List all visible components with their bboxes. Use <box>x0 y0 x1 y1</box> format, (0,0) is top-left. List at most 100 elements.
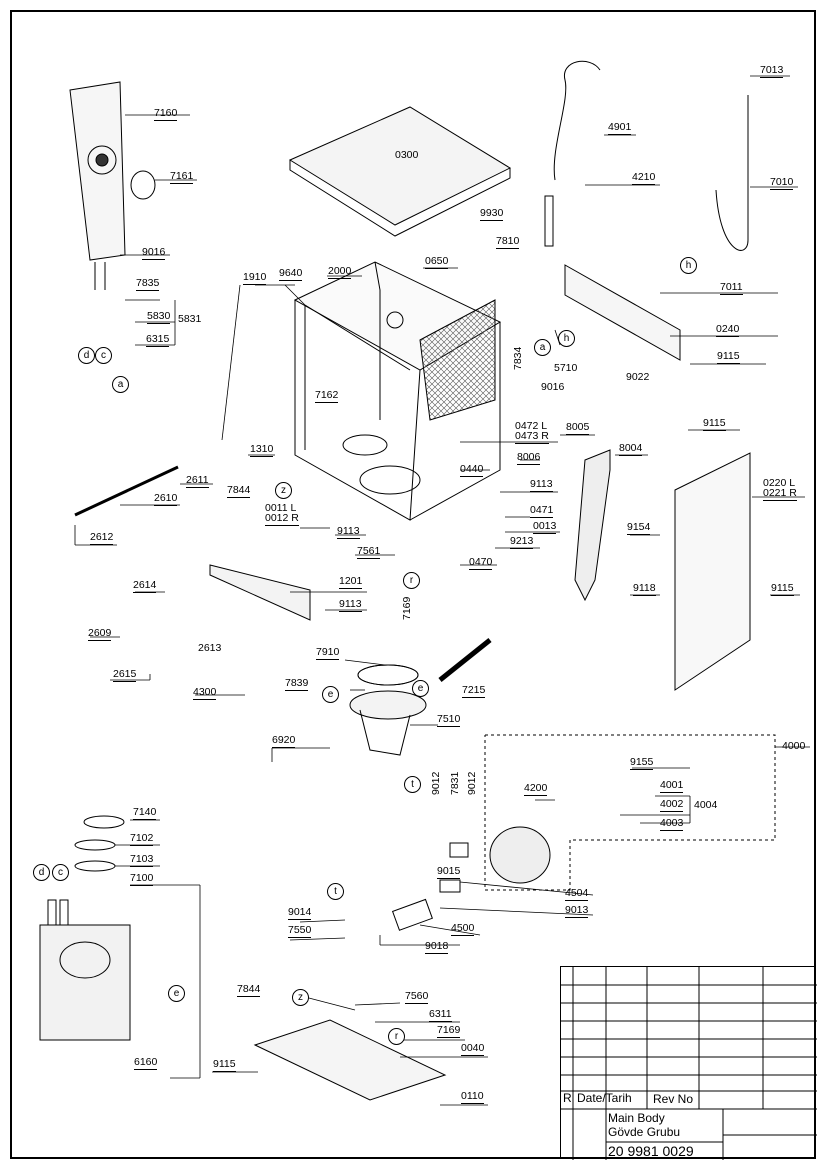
part-5831-label: 5831 <box>178 313 202 325</box>
part-2612-label: 2612 <box>90 531 114 545</box>
part-4003-label: 4003 <box>660 817 684 831</box>
part-8006-label: 8006 <box>517 451 541 465</box>
part-9115-label-b: 9115 <box>703 417 726 431</box>
part-4901-label: 4901 <box>608 121 632 135</box>
date-header: Date/Tarih <box>577 1091 632 1105</box>
part-9113-label-c: 9113 <box>339 598 362 612</box>
part-7844-label-a: 7844 <box>227 484 251 498</box>
dispenser-panel-shape <box>69 81 156 290</box>
part-1310-label: 1310 <box>250 443 274 457</box>
callout-h: h <box>558 330 575 347</box>
part-0470-label: 0470 <box>469 556 493 570</box>
callout-z: z <box>292 989 309 1006</box>
part-7910-label: 7910 <box>316 646 340 660</box>
callout-t: t <box>327 883 344 900</box>
part-0472-label: 0472 L <box>515 420 548 432</box>
part-2611-label: 2611 <box>186 474 209 488</box>
part-7010-label: 7010 <box>770 176 794 190</box>
part-9013-label: 9013 <box>565 904 589 918</box>
part-7561-label: 7561 <box>357 545 381 559</box>
base-pan-shape <box>253 1019 447 1101</box>
part-0471-label: 0471 <box>530 504 554 518</box>
part-9018-label: 9018 <box>425 940 449 954</box>
part-8005-label: 8005 <box>566 421 590 435</box>
part-6311-label: 6311 <box>429 1008 452 1022</box>
part-9115-label-d: 9115 <box>213 1058 236 1072</box>
part-0012-label: 0012 R <box>265 512 299 526</box>
part-7100-label: 7100 <box>130 872 154 886</box>
part-4500-label: 4500 <box>451 922 475 936</box>
part-0300-label: 0300 <box>395 149 419 161</box>
part-9012-label-a: 9012 <box>430 771 442 795</box>
part-2609-label: 2609 <box>88 627 112 641</box>
callout-a: a <box>112 376 129 393</box>
part-9154-label: 9154 <box>627 521 651 535</box>
part-6920-label: 6920 <box>272 734 296 748</box>
part-0473-label: 0473 R <box>515 430 549 444</box>
part-7103-label: 7103 <box>130 853 154 867</box>
part-9113-label-b: 9113 <box>530 478 553 492</box>
part-9016-label-b: 9016 <box>541 381 565 393</box>
part-7844-label-b: 7844 <box>237 983 261 997</box>
callout-d: d <box>78 347 95 364</box>
part-0013-label: 0013 <box>533 520 557 534</box>
part-0650-label: 0650 <box>425 255 449 269</box>
part-7160-label: 7160 <box>154 107 178 121</box>
part-9016-label: 9016 <box>142 246 166 260</box>
part-9115-label-c: 9115 <box>771 582 794 596</box>
part-7169-label-a: 7169 <box>401 596 413 620</box>
callout-r: r <box>388 1028 405 1045</box>
part-2613-label: 2613 <box>198 642 222 654</box>
callout-c: c <box>95 347 112 364</box>
part-9014-label: 9014 <box>288 906 312 920</box>
part-1910-label: 1910 <box>243 271 267 285</box>
rev-header: Rev No <box>653 1092 694 1106</box>
part-7839-label: 7839 <box>285 677 309 691</box>
part-7510-label: 7510 <box>437 713 461 727</box>
part-0440-label: 0440 <box>460 463 484 477</box>
part-1201-label: 1201 <box>339 575 363 589</box>
part-7161-label: 7161 <box>170 170 194 184</box>
tub-body-shape <box>293 261 502 521</box>
part-7834-label: 7834 <box>512 346 524 370</box>
part-2615-label: 2615 <box>113 668 137 682</box>
part-7013-label: 7013 <box>760 64 784 78</box>
part-7140-label: 7140 <box>133 806 157 820</box>
part-7560-label: 7560 <box>405 990 429 1004</box>
part-2614-label: 2614 <box>133 579 157 593</box>
callout-c: c <box>52 864 69 881</box>
callout-z: z <box>275 482 292 499</box>
title-en: Main Body <box>608 1111 665 1125</box>
sump-shape <box>349 664 427 756</box>
part-4210-label: 4210 <box>632 171 656 185</box>
part-7102-label: 7102 <box>130 832 154 846</box>
callout-d: d <box>33 864 50 881</box>
spray-arm-shape <box>574 449 611 602</box>
part-0240-label: 0240 <box>716 323 740 337</box>
part-9015-label: 9015 <box>437 865 461 879</box>
part-6315-label: 6315 <box>146 333 170 347</box>
drawing-number: 20 9981 0029 <box>608 1143 694 1159</box>
callout-e: e <box>168 985 185 1002</box>
part-4000-label: 4000 <box>782 740 806 752</box>
part-8004-label: 8004 <box>619 442 643 456</box>
part-0040-label: 0040 <box>461 1042 485 1056</box>
title-block: R Date/Tarih Rev No Main Body Gövde Grub… <box>560 966 817 1160</box>
part-9640-label: 9640 <box>279 267 303 281</box>
part-4504-label: 4504 <box>565 887 589 901</box>
callout-e: e <box>412 680 429 697</box>
water-softener-shape <box>39 899 131 1041</box>
callout-e: e <box>322 686 339 703</box>
title-tr: Gövde Grubu <box>608 1125 681 1139</box>
part-5710-label: 5710 <box>554 362 578 374</box>
back-rail-shape <box>564 264 681 361</box>
part-7011-label: 7011 <box>720 281 743 295</box>
top-cover-shape <box>288 106 512 226</box>
part-4001-label: 4001 <box>660 779 684 793</box>
part-7550-label: 7550 <box>288 924 312 938</box>
part-7215-label: 7215 <box>462 684 486 698</box>
part-9115-label-a: 9115 <box>717 350 740 364</box>
part-5830-label: 5830 <box>147 310 171 324</box>
callout-r: r <box>403 572 420 589</box>
